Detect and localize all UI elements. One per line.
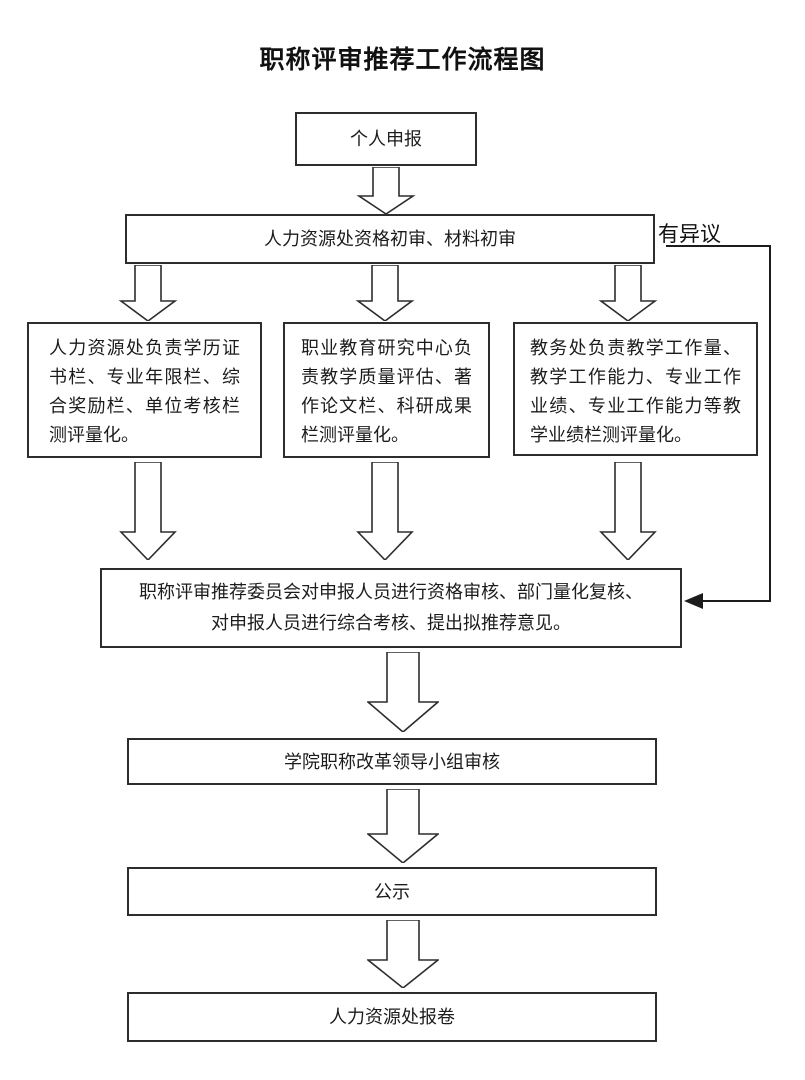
node-hr-quantification: 人力资源处负责学历证书栏、专业年限栏、综合奖励栏、单位考核栏测评量化。 (27, 322, 262, 458)
node-college-leading-group-review: 学院职称改革领导小组审核 (127, 738, 657, 785)
node-review-committee: 职称评审推荐委员会对申报人员进行资格审核、部门量化复核、 对申报人员进行综合考核… (100, 568, 682, 648)
down-arrow-publicity-to-filing (367, 920, 439, 988)
objection-label: 有异议 (658, 222, 721, 246)
node-individual-application: 个人申报 (295, 112, 477, 166)
down-arrow-apply-to-hr (356, 167, 416, 214)
node-academic-affairs-office: 教务处负责教学工作量、教学工作能力、专业工作业绩、专业工作能力等教学业绩栏测评量… (513, 322, 758, 456)
down-arrow-left-box-to-committee (119, 462, 177, 560)
page-title: 职称评审推荐工作流程图 (259, 47, 546, 74)
down-arrow-committee-to-leading-group (367, 652, 439, 732)
down-arrow-hr-to-left-box (118, 265, 178, 321)
node-hr-initial-review: 人力资源处资格初审、材料初审 (125, 214, 655, 264)
down-arrow-hr-to-middle-box (355, 265, 415, 321)
node-publicity: 公示 (127, 867, 657, 916)
down-arrow-hr-to-right-box (598, 265, 658, 321)
down-arrow-leading-group-to-publicity (367, 789, 439, 863)
down-arrow-middle-box-to-committee (356, 462, 414, 560)
node-hr-filing: 人力资源处报卷 (127, 992, 657, 1042)
node-vocational-education-center: 职业教育研究中心负责教学质量评估、著作论文栏、科研成果栏测评量化。 (283, 322, 490, 458)
down-arrow-right-box-to-committee (599, 462, 657, 560)
